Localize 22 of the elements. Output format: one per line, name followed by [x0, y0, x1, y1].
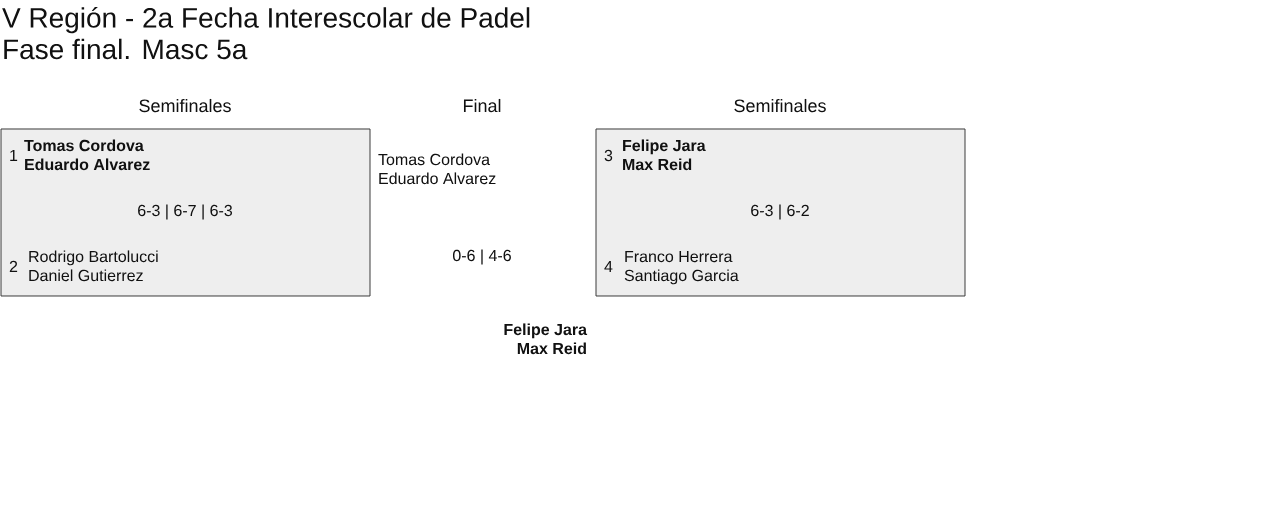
player-name: Franco Herrera	[625, 251, 733, 263]
player-name: Felipe Jara	[504, 323, 588, 339]
seed-number: 2	[9, 260, 18, 272]
seed-number: 1	[10, 150, 18, 161]
title: Fase final. Masc 5a	[4, 38, 248, 60]
player-name: Daniel Gutierrez	[29, 269, 143, 282]
player-name: Tomas Cordova	[24, 139, 144, 152]
score: 6-3 | 6-2	[751, 204, 809, 220]
column-heading: Final	[464, 98, 501, 113]
match-box	[0, 128, 371, 297]
seed-number: 4	[604, 261, 613, 272]
seed-number: 3	[604, 149, 613, 162]
player-name: Rodrigo Bartolucci	[29, 250, 158, 266]
player-name: Eduardo Alvarez	[25, 158, 150, 171]
player-name: Max Reid	[517, 342, 586, 355]
match-box	[595, 128, 966, 297]
player-name: Santiago Garcia	[624, 269, 739, 285]
score: 0-6 | 4-6	[453, 249, 511, 265]
player-name: Felipe Jara	[623, 139, 706, 155]
score: 6-3 | 6-7 | 6-3	[138, 204, 233, 220]
title: V Región - 2a Fecha Interescolar de Padel	[2, 6, 530, 34]
player-name: Max Reid	[623, 158, 692, 171]
